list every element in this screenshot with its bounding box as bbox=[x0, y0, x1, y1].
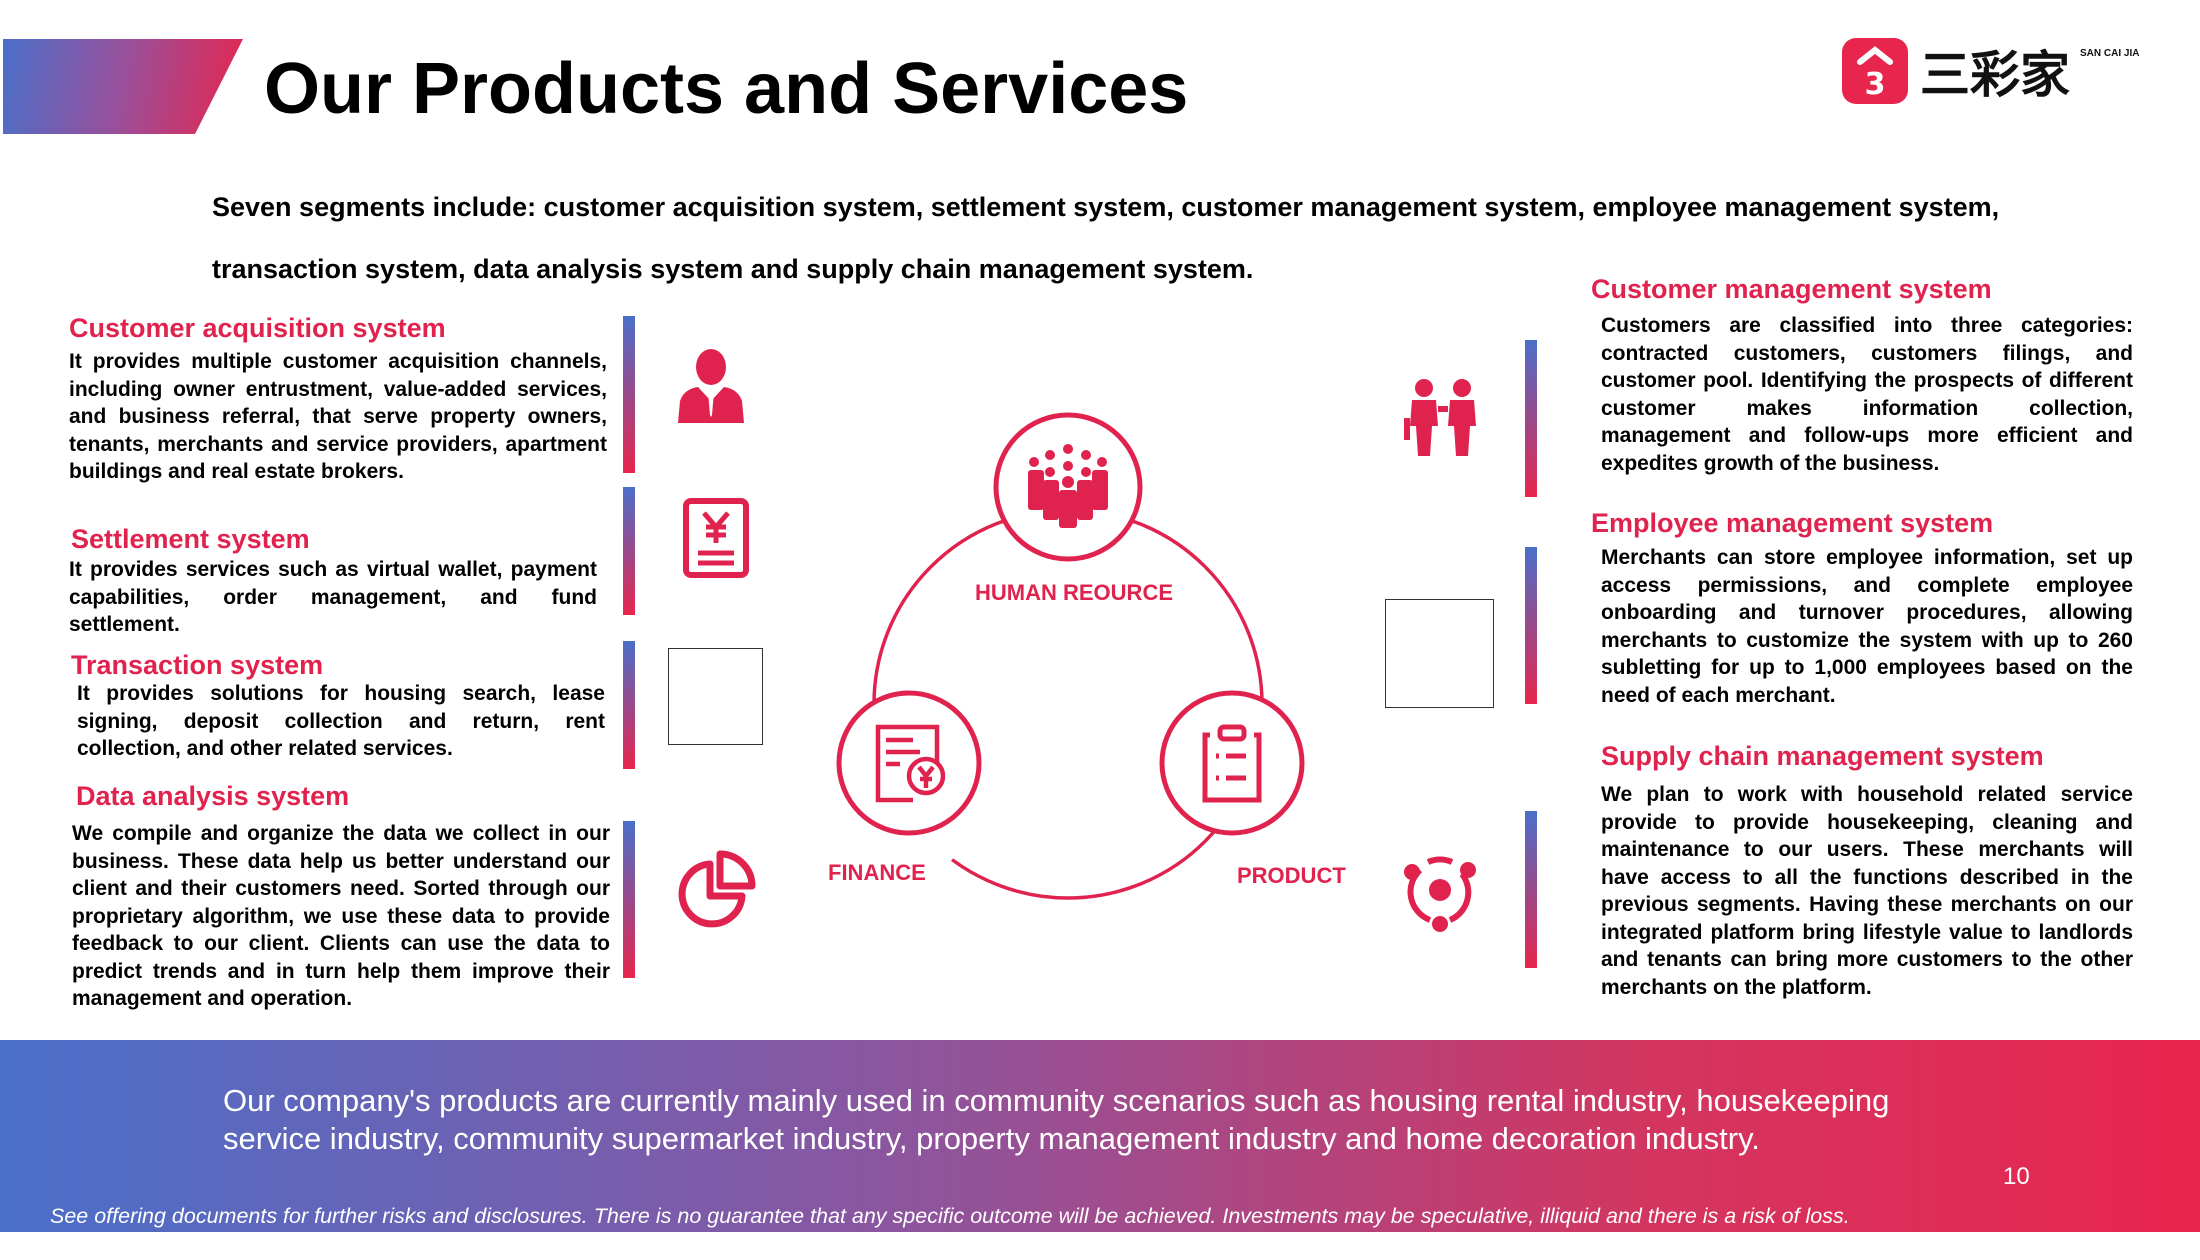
footer-text-line-1: Our company's products are currently mai… bbox=[223, 1083, 1890, 1118]
team-icon bbox=[1028, 444, 1108, 528]
label-human-resource: HUMAN REOURCE bbox=[975, 580, 1173, 605]
text-data-analysis: We compile and organize the data we coll… bbox=[72, 822, 610, 1010]
divider-bar bbox=[1525, 547, 1537, 704]
heading-customer-management: Customer management system bbox=[1591, 274, 1992, 304]
text-transaction: It provides solutions for housing search… bbox=[77, 682, 605, 760]
text-customer-acquisition: It provides multiple customer acquisitio… bbox=[69, 350, 607, 483]
page-number: 10 bbox=[2003, 1163, 2030, 1190]
heading-customer-acquisition: Customer acquisition system bbox=[69, 313, 446, 343]
intro-line-2: transaction system, data analysis system… bbox=[212, 254, 1254, 284]
product-node bbox=[1159, 690, 1305, 836]
text-supply-chain: We plan to work with household related s… bbox=[1601, 783, 2133, 999]
finance-document-icon bbox=[875, 724, 946, 803]
businessman-icon bbox=[678, 349, 744, 423]
finance-node bbox=[836, 690, 982, 836]
heading-data-analysis: Data analysis system bbox=[76, 781, 350, 811]
divider-bar bbox=[623, 641, 635, 769]
disclaimer: See offering documents for further risks… bbox=[50, 1204, 1850, 1228]
svg-text:三彩家: 三彩家 bbox=[1920, 46, 2070, 104]
heading-transaction: Transaction system bbox=[71, 650, 324, 680]
footer-band bbox=[0, 1040, 2200, 1232]
heading-supply-chain: Supply chain management system bbox=[1601, 741, 2044, 771]
divider-bar bbox=[1525, 811, 1537, 968]
footer-text-line-2: service industry, community supermarket … bbox=[223, 1121, 1760, 1156]
label-product: PRODUCT bbox=[1237, 863, 1346, 888]
divider-bar bbox=[623, 487, 635, 615]
couple-icon bbox=[1404, 379, 1476, 456]
intro-line-1: Seven segments include: customer acquisi… bbox=[212, 192, 2000, 222]
heading-employee-management: Employee management system bbox=[1591, 508, 1994, 538]
text-settlement: It provides services such as virtual wal… bbox=[69, 558, 597, 636]
text-customer-management: Customers are classified into three cate… bbox=[1601, 314, 2133, 475]
missing-image-placeholder bbox=[668, 648, 763, 745]
company-logo: 3 三彩家 SAN CAI JIA bbox=[1840, 36, 2140, 108]
network-node-icon bbox=[1404, 856, 1476, 932]
heading-settlement: Settlement system bbox=[71, 524, 310, 554]
title-banner-shape bbox=[3, 39, 243, 134]
cycle-diagram bbox=[836, 412, 1305, 900]
svg-text:3: 3 bbox=[1865, 67, 1886, 102]
svg-text:SAN CAI JIA: SAN CAI JIA bbox=[2080, 48, 2139, 59]
pie-chart-icon bbox=[678, 850, 756, 928]
divider-bar bbox=[1525, 340, 1537, 497]
divider-bar bbox=[623, 316, 635, 473]
missing-image-placeholder bbox=[1385, 599, 1494, 708]
text-employee-management: Merchants can store employee information… bbox=[1601, 546, 2133, 707]
invoice-yen-icon bbox=[683, 498, 749, 578]
label-finance: FINANCE bbox=[828, 860, 926, 885]
page-title: Our Products and Services bbox=[264, 49, 1189, 129]
clipboard-icon bbox=[1202, 724, 1262, 803]
divider-bar bbox=[623, 821, 635, 978]
